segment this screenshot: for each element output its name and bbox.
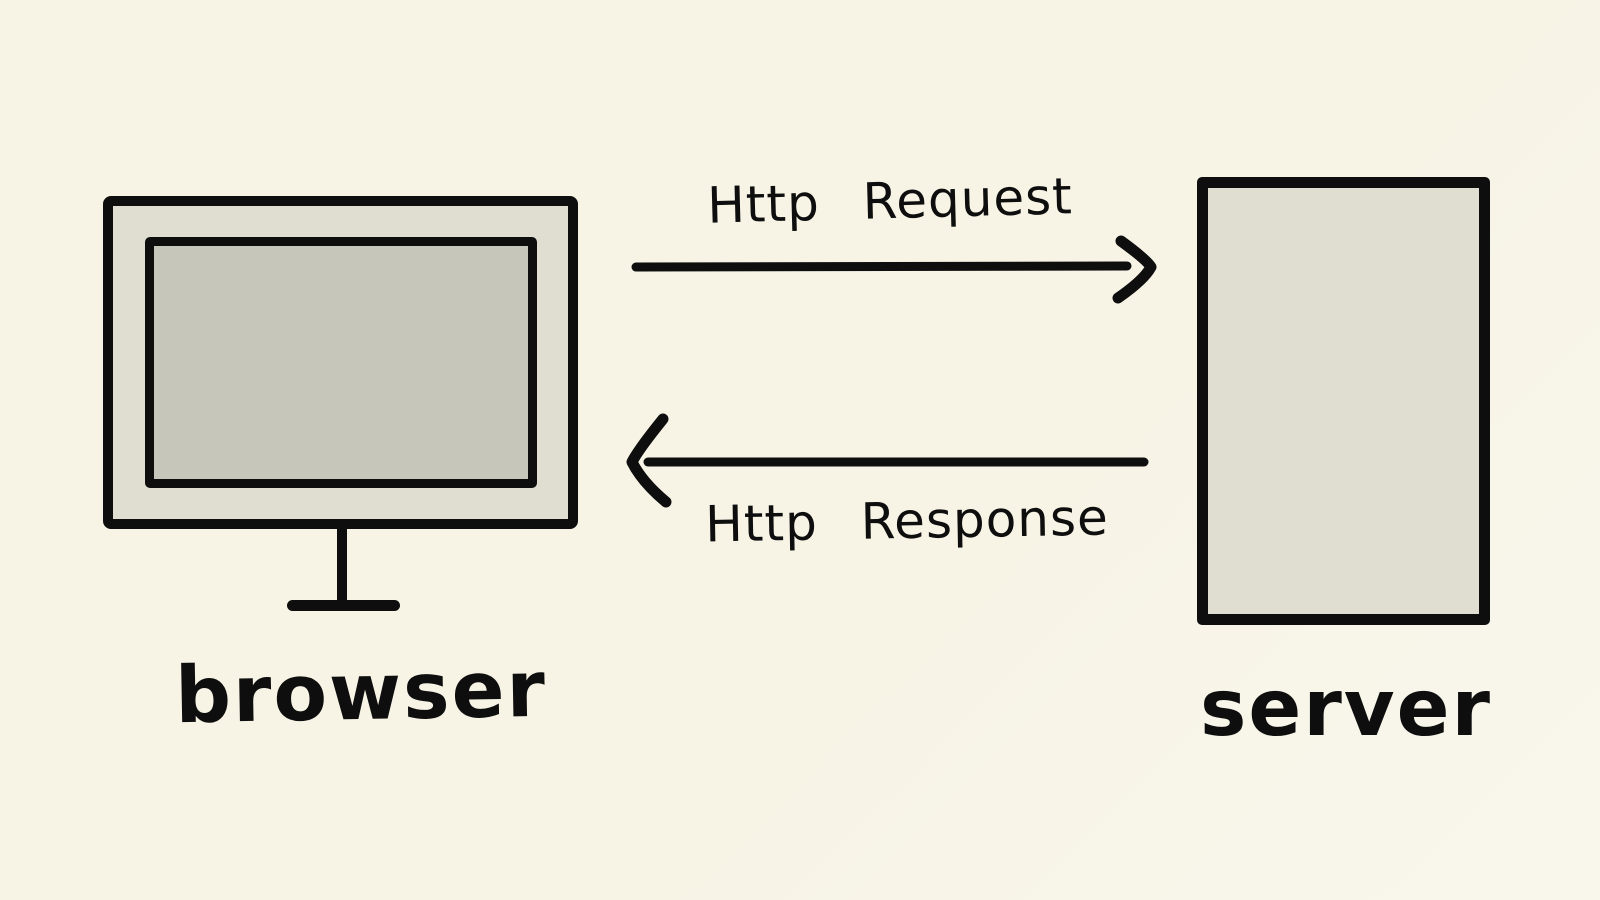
http-response-arrowhead-icon	[626, 413, 672, 508]
monitor-stand-base	[287, 600, 400, 611]
browser-node-label: browser	[174, 644, 548, 742]
monitor-stand-neck	[337, 524, 347, 607]
http-response-label: Http Response	[704, 488, 1110, 554]
http-request-arrow	[631, 235, 1157, 304]
http-request-label: Http Request	[706, 167, 1074, 235]
browser-monitor-screen	[145, 237, 537, 488]
server-box-icon	[1197, 177, 1490, 625]
http-request-arrowhead-icon	[1112, 235, 1157, 304]
http-request-line	[631, 261, 1132, 272]
server-node-label: server	[1199, 664, 1492, 754]
